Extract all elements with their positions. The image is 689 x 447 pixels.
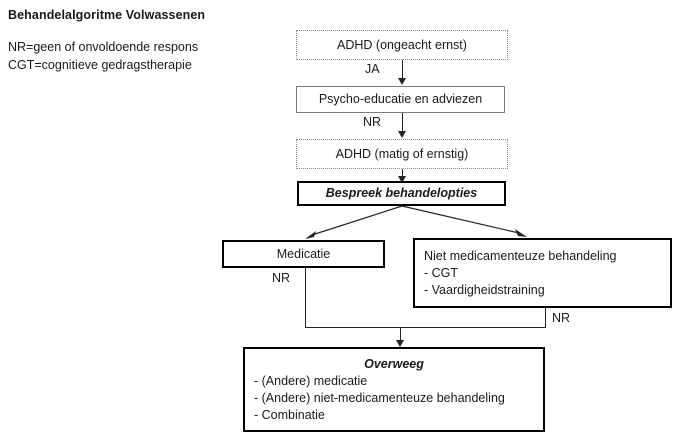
arrowhead-to-adhd-moderate: [398, 131, 406, 138]
node-non-pharmacological-item-0: - CGT: [424, 265, 459, 280]
edge-label-nr-1: NR: [363, 115, 382, 129]
arrowhead-to-discuss-options: [398, 176, 406, 183]
node-consider-item-0: - (Andere) medicatie: [254, 373, 368, 388]
edge-merge-horizontal: [305, 327, 546, 328]
branch-line-right: [401, 205, 520, 234]
node-consider-heading: Overweeg: [364, 356, 424, 371]
node-consider: Overweeg - (Andere) medicatie - (Andere)…: [243, 347, 545, 432]
node-discuss-options-label: Bespreek behandelopties: [325, 186, 478, 200]
node-non-pharmacological: Niet medicamenteuze behandeling - CGT - …: [413, 238, 672, 308]
edge-psycho-education-to-adhd-moderate: [402, 113, 403, 131]
node-adhd-any-label: ADHD (ongeacht ernst): [337, 37, 467, 52]
arrowhead-to-psycho-education: [398, 78, 406, 85]
arrowhead-to-consider: [396, 340, 404, 347]
edge-label-nr-medication: NR: [272, 271, 291, 285]
edge-medication-down: [305, 268, 306, 327]
arrowhead-to-non-pharmacological: [515, 229, 527, 237]
page-title: Behandelalgoritme Volwassenen: [8, 8, 206, 22]
edge-label-nr-nonpharma: NR: [552, 311, 571, 325]
node-adhd-moderate-severe: ADHD (matig of ernstig): [296, 139, 508, 169]
edge-adhd-any-to-psycho-education: [402, 60, 403, 79]
node-non-pharmacological-item-1: - Vaardigheidstraining: [424, 282, 545, 297]
node-medication: Medicatie: [222, 240, 385, 268]
legend-line-nr: NR=geen of onvoldoende respons: [8, 40, 199, 54]
node-adhd-moderate-severe-label: ADHD (matig of ernstig): [335, 146, 469, 161]
node-consider-item-2: - Combinatie: [254, 407, 325, 422]
edge-adhd-moderate-to-discuss: [402, 169, 403, 178]
branch-line-left: [311, 205, 403, 236]
node-discuss-options: Bespreek behandelopties: [297, 181, 506, 206]
edge-non-pharmacological-down: [545, 308, 546, 327]
node-psycho-education: Psycho-educatie en adviezen: [296, 86, 505, 113]
edge-merge-to-consider: [400, 327, 401, 341]
node-consider-item-1: - (Andere) niet-medicamenteuze behandeli…: [254, 390, 505, 405]
node-non-pharmacological-heading: Niet medicamenteuze behandeling: [424, 248, 617, 263]
edge-label-ja: JA: [365, 62, 380, 76]
node-medication-label: Medicatie: [276, 246, 331, 261]
arrowhead-to-medication: [305, 231, 316, 239]
legend-block: NR=geen of onvoldoende respons CGT=cogni…: [8, 38, 198, 74]
legend-line-cgt: CGT=cognitieve gedragstherapie: [8, 58, 192, 72]
node-psycho-education-label: Psycho-educatie en adviezen: [318, 92, 483, 106]
node-adhd-any: ADHD (ongeacht ernst): [296, 30, 508, 60]
